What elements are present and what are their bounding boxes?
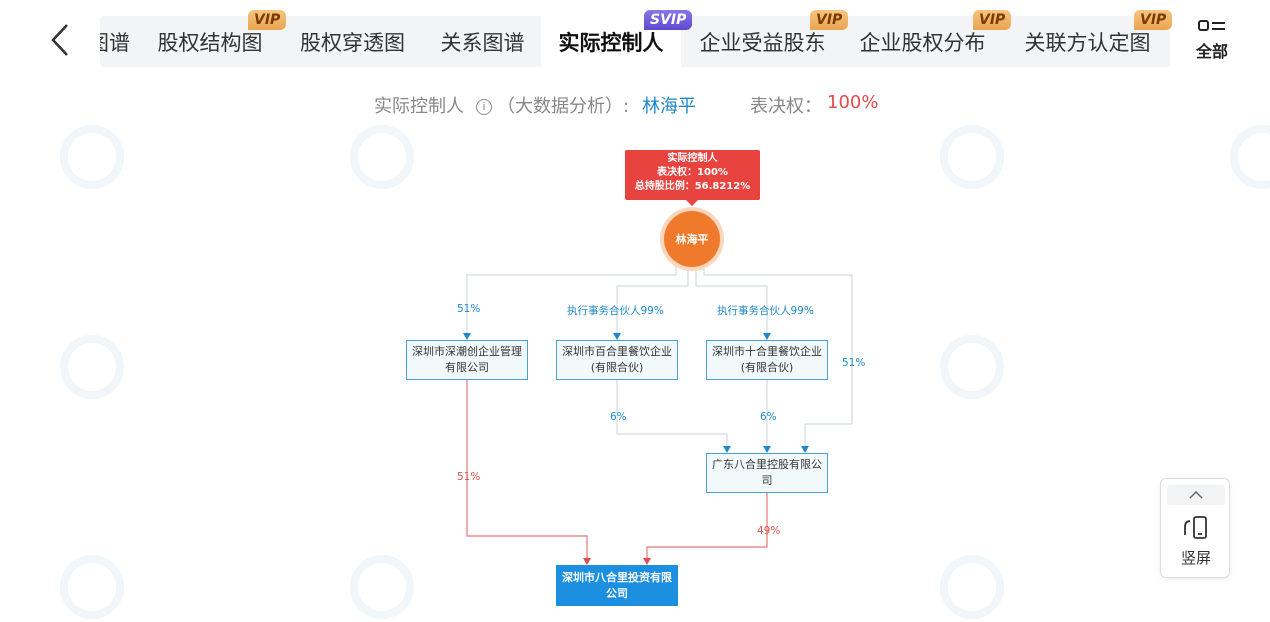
company-node-n4[interactable]: 广东八合里控股有限公司 [706,453,828,493]
edge-person-n2 [616,266,689,336]
edge-label-n4-target: 49% [757,525,781,537]
person-node[interactable]: 林海平 [664,211,720,267]
watermark-logo [350,555,414,619]
summary-voting-value: 100% [827,92,879,113]
company-node-n3[interactable]: 深圳市十合里餐饮企业(有限合伙) [706,340,828,380]
vip-badge: VIP [248,10,287,30]
tab-equity-distribution[interactable]: 企业股权分布 [845,16,1000,67]
edge-label-person-n1: 51% [457,303,481,315]
company-name: 广东八合里控股有限公司 [712,458,822,487]
card-voting: 表决权：100% [657,167,728,178]
summary-analysis-label: （大数据分析）: [497,96,630,117]
grid-list-icon [1198,20,1225,31]
watermark-logo [60,555,124,619]
chevron-left-icon [51,24,68,56]
tab-label: 股权穿透图 [300,30,405,55]
all-menu-label: 全部 [1195,42,1228,61]
edge-label-person-n4: 51% [842,357,866,369]
summary-controller-name[interactable]: 林海平 [642,96,696,117]
blue-arrowheads [463,333,809,453]
edge-person-n3 [695,266,768,336]
portrait-mode-button[interactable]: 竖屏 [1160,478,1230,578]
watermark-logo [60,335,124,399]
edge-label-person-n2: 执行事务合伙人99% [567,305,664,317]
back-button[interactable] [40,18,80,62]
tab-label: 关联方认定图 [1024,30,1151,55]
watermark-logo [940,335,1004,399]
tab-label: 实际控制人 [558,30,664,55]
watermark-logo [1230,125,1270,189]
target-company-node[interactable]: 深圳市八合里投资有限公司 [556,565,678,606]
summary-controller-label: 实际控制人 [374,96,464,117]
edge-label-person-n3: 执行事务合伙人99% [717,305,814,317]
person-edges [466,262,853,448]
card-title: 实际控制人 [667,153,718,164]
rotate-phone-icon [1184,516,1207,539]
edge-person-n1 [466,262,677,336]
company-name: 深圳市八合里投资有限公司 [562,570,672,600]
tab-relationship-graph[interactable]: 关系图谱 [425,16,540,67]
watermark-logo [940,555,1004,619]
company-node-n2[interactable]: 深圳市百合里餐饮企业(有限合伙) [556,340,678,380]
tab-label: 股权结构图 [157,30,263,55]
vip-badge: VIP [810,10,849,30]
collapse-up-button[interactable] [1167,485,1225,505]
red-edges [466,380,768,560]
tab-label: 企业受益股东 [699,30,826,55]
controller-info-card: 实际控制人 表决权：100% 总持股比例：56.8212% [625,150,760,206]
vip-badge: VIP [973,10,1012,30]
summary-voting-label: 表决权： [750,96,822,117]
tab-equity-penetration[interactable]: 股权穿透图 [285,16,420,67]
edge-label-n3-n4: 6% [760,411,777,423]
tab-label: 图谱 [100,30,130,55]
svip-badge: SVIP [644,10,693,30]
chevron-up-icon [1189,490,1203,499]
red-arrowheads [583,558,651,565]
person-name: 林海平 [675,233,709,246]
controller-summary: 实际控制人 i （大数据分析）: 林海平 表决权： 100% [0,92,1270,118]
tab-label: 关系图谱 [440,30,525,55]
watermark-logo [940,125,1004,189]
portrait-mode-label: 竖屏 [1180,549,1211,567]
info-icon[interactable]: i [476,94,492,115]
tab-beneficial-shareholders[interactable]: 企业受益股东 [685,16,840,67]
edge-n4-target [646,493,768,560]
company-name: 深圳市十合里餐饮企业(有限合伙) [712,345,822,374]
all-menu-button[interactable]: 全部 [1188,20,1236,62]
tab-equity-structure[interactable]: 股权结构图 [140,16,280,67]
edge-person-n4 [703,262,853,448]
tab-related-party[interactable]: 关联方认定图 [1005,16,1170,67]
watermark-logo [350,125,414,189]
edge-n1-target [466,380,588,560]
edge-label-n1-target: 51% [457,471,481,483]
edge-n2-n4 [616,380,728,448]
card-holding-ratio: 总持股比例：56.8212% [634,181,751,192]
tab-label: 企业股权分布 [859,30,986,55]
vip-badge: VIP [1134,10,1173,30]
tab-graph[interactable]: 图谱 [100,16,130,67]
company-name: 深圳市百合里餐饮企业(有限合伙) [562,345,672,374]
company-node-n1[interactable]: 深圳市深潮创企业管理有限公司 [406,340,528,380]
watermark-logo [60,125,124,189]
company-name: 深圳市深潮创企业管理有限公司 [412,345,522,374]
edge-label-n2-n4: 6% [610,411,627,423]
